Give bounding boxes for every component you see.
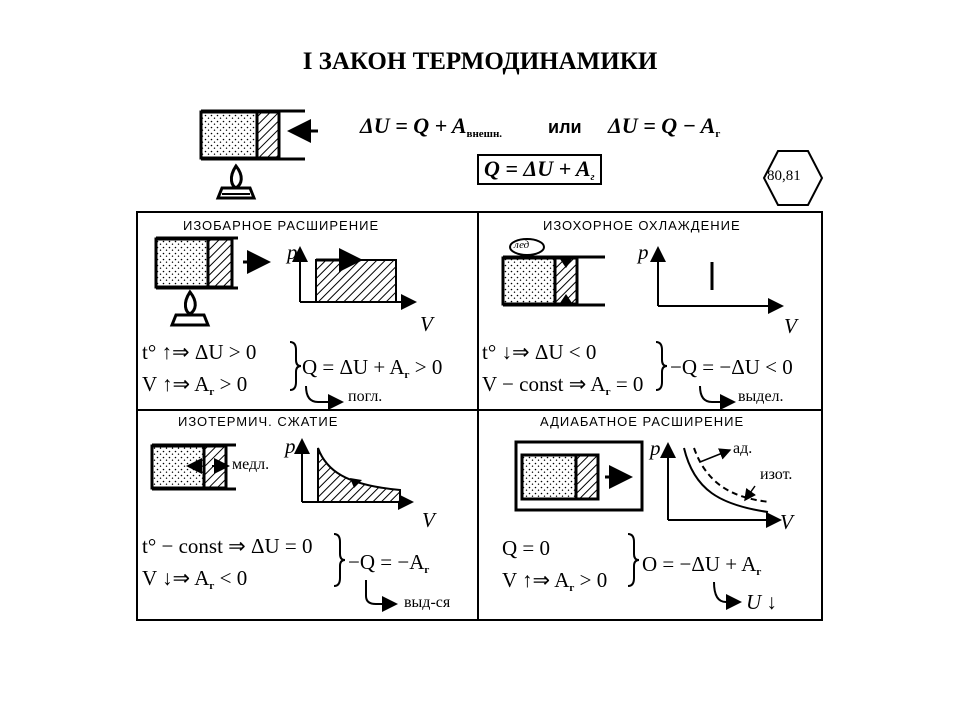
- adiabatic-cylinder: [514, 440, 644, 512]
- burner-icon: [215, 163, 257, 200]
- hook-arrow: [365, 580, 398, 612]
- panel-title-isochoric: ИЗОХОРНОЕ ОХЛАЖДЕНИЕ: [543, 218, 741, 233]
- brace: [655, 341, 668, 391]
- hook-arrow: [699, 385, 736, 410]
- equation-line: V ↓⇒ Aг < 0: [142, 566, 248, 592]
- isochoric-cylinder: [501, 238, 605, 307]
- isochoric-pv-graph: [650, 246, 784, 314]
- equation-line: V − const ⇒ Aг = 0: [482, 372, 644, 398]
- isothermal-cylinder: [150, 443, 236, 491]
- axis-p: p: [638, 240, 649, 264]
- formula-gas-work: ΔU = Q − Aг: [608, 113, 721, 140]
- page-title: I ЗАКОН ТЕРМОДИНАМИКИ: [302, 48, 658, 75]
- brace: [333, 533, 346, 587]
- axis-v: V: [784, 314, 797, 338]
- equation-line: Q = 0: [502, 536, 551, 560]
- or-label: или: [548, 117, 582, 137]
- result-equation: −Q = −ΔU < 0: [670, 355, 793, 379]
- isobaric-cylinder: [154, 236, 271, 290]
- table-frame: [136, 211, 823, 621]
- equation-line: V ↑⇒ Aг > 0: [502, 568, 608, 594]
- top-cylinder: [199, 109, 318, 161]
- adiabat-label: ад.: [733, 440, 753, 457]
- equation-line: t° − const ⇒ ΔU = 0: [142, 534, 313, 558]
- isothermal-pv-graph: [294, 438, 414, 510]
- equation-line: t° ↑⇒ ΔU > 0: [142, 340, 257, 364]
- axis-v: V: [422, 508, 435, 532]
- brace: [289, 341, 302, 391]
- axis-p: p: [287, 240, 298, 264]
- panel-title-isobaric: ИЗОБАРНОЕ РАСШИРЕНИЕ: [183, 218, 380, 233]
- first-law-boxed-formula: Q = ΔU + Aг: [477, 154, 602, 185]
- panel-title-adiabatic: АДИАБАТНОЕ РАСШИРЕНИЕ: [540, 414, 745, 429]
- panel-title-isothermal: ИЗОТЕРМИЧ. СЖАТИЕ: [178, 414, 339, 429]
- axis-p: p: [285, 434, 296, 458]
- axis-v: V: [780, 510, 793, 534]
- brace: [627, 533, 640, 587]
- result-equation: Q = ΔU + Aг > 0: [302, 355, 443, 381]
- axis-v: V: [420, 312, 433, 336]
- page-ref-badge: 80,81: [767, 168, 801, 184]
- slow-label: медл.: [232, 456, 270, 473]
- result-equation: O = −ΔU + Aг: [642, 552, 762, 578]
- isobaric-pv-graph: [292, 246, 417, 310]
- badge-hexagon: [762, 150, 824, 206]
- equation-line: t° ↓⇒ ΔU < 0: [482, 340, 597, 364]
- burner-icon: [169, 289, 211, 327]
- equation-line: V ↑⇒ Aг > 0: [142, 372, 248, 398]
- hook-arrow: [305, 385, 344, 410]
- ice-icon: [509, 238, 545, 256]
- formula-external-work: ΔU = Q + Aвнешн.: [360, 113, 503, 140]
- result-note: выд-ся: [404, 594, 451, 611]
- hook-arrow: [713, 581, 742, 610]
- result-note: U ↓: [746, 590, 777, 614]
- axis-p: p: [650, 436, 661, 460]
- isotherm-label: изот.: [760, 466, 793, 483]
- result-note: выдел.: [738, 388, 784, 405]
- adiabatic-pv-graph: [660, 442, 782, 528]
- result-note: погл.: [348, 388, 383, 405]
- result-equation: −Q = −Aг: [348, 550, 430, 576]
- ice-label: лед: [514, 239, 530, 251]
